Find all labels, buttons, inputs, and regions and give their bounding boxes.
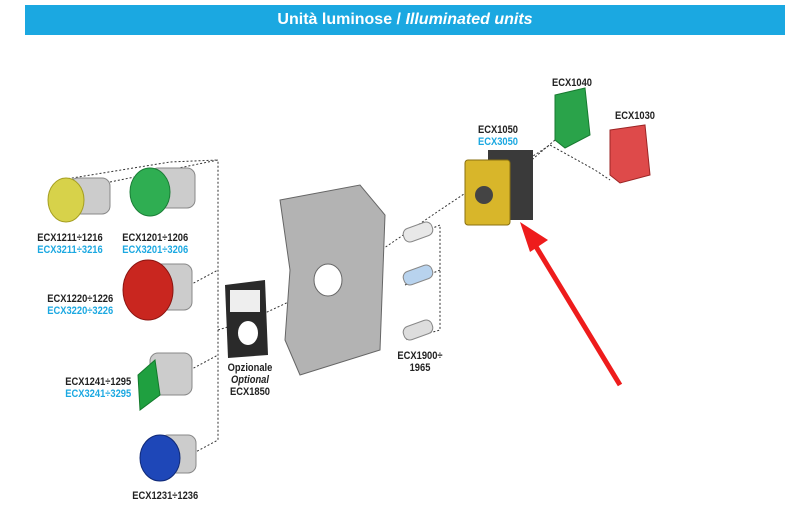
part-code: ECX1850: [229, 386, 271, 398]
yellow-pushbutton: [47, 177, 111, 223]
part-code: ECX1030: [614, 110, 656, 122]
part-alt-code: ECX3050: [477, 136, 519, 148]
green-contact-block: [554, 87, 591, 149]
title-italian: Unità luminose: [277, 11, 393, 28]
part-alt-code: ECX3241÷3295: [65, 388, 132, 400]
part-code: ECX1211÷1216: [37, 232, 103, 244]
label-red-contact: ECX1030: [611, 110, 659, 122]
legend-holder: [225, 280, 268, 358]
lamp-body: [464, 150, 533, 226]
part-code: ECX1241÷1295: [65, 376, 132, 388]
part-code: ECX1900÷: [397, 350, 443, 362]
part-alt-code: ECX3220÷3226: [47, 305, 114, 317]
part-alt-code: ECX3201÷3206: [122, 244, 189, 256]
label-bulbs: ECX1900÷1965: [396, 350, 444, 374]
part-code-cont: 1965: [409, 362, 431, 374]
label-green-contact: ECX1040: [548, 77, 596, 89]
title-english: Illuminated units: [405, 11, 533, 28]
part-code: ECX1201÷1206: [122, 232, 189, 244]
blue-pushbutton: [139, 434, 197, 482]
title-separator: /: [392, 11, 406, 28]
part-code: ECX1050: [477, 124, 519, 136]
part-code: ECX1040: [551, 77, 593, 89]
red-contact-block: [609, 124, 651, 184]
label-blue-button: ECX1231÷1236: [132, 490, 199, 502]
red-arrow: [520, 222, 623, 387]
optional-it: Opzionale: [227, 362, 273, 374]
section-header: Unità luminose / Illuminated units: [25, 5, 785, 35]
bulbs: [402, 221, 434, 341]
red-mushroom-pushbutton: [122, 259, 193, 321]
part-code: ECX1220÷1226: [47, 293, 114, 305]
green-pushbutton: [129, 167, 196, 217]
optional-en: Optional: [231, 374, 269, 386]
green-selector-switch: [137, 352, 193, 411]
mounting-panel: [279, 184, 386, 376]
part-alt-code: ECX3211÷3216: [37, 244, 103, 256]
part-code: ECX1231÷1236: [132, 490, 199, 502]
